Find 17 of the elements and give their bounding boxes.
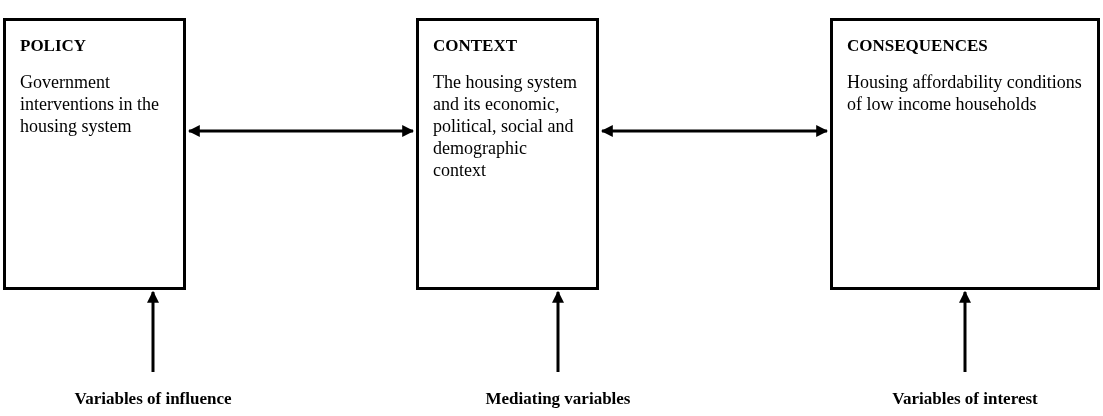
concept-box: [830, 18, 1100, 290]
variable-label: Mediating variables: [438, 372, 678, 410]
variable-label: Variables of interest: [845, 372, 1085, 410]
arrow: [552, 290, 564, 372]
box-description: The housing system and its economic, political, social and demographic context: [433, 71, 578, 181]
arrow: [600, 125, 829, 137]
box-heading: CONTEXT: [433, 35, 519, 57]
box-heading: CONSEQUENCES: [847, 35, 989, 57]
arrow: [187, 125, 415, 137]
concept-box: [416, 18, 599, 290]
concept-box: [3, 18, 186, 290]
arrow: [959, 290, 971, 372]
box-heading: POLICY: [20, 35, 88, 57]
box-description: Government interventions in the housing system: [20, 71, 160, 137]
arrow: [147, 290, 159, 372]
variable-label: Variables of influence: [33, 372, 273, 410]
box-description: Housing affordability conditions of low income households: [847, 71, 1083, 115]
